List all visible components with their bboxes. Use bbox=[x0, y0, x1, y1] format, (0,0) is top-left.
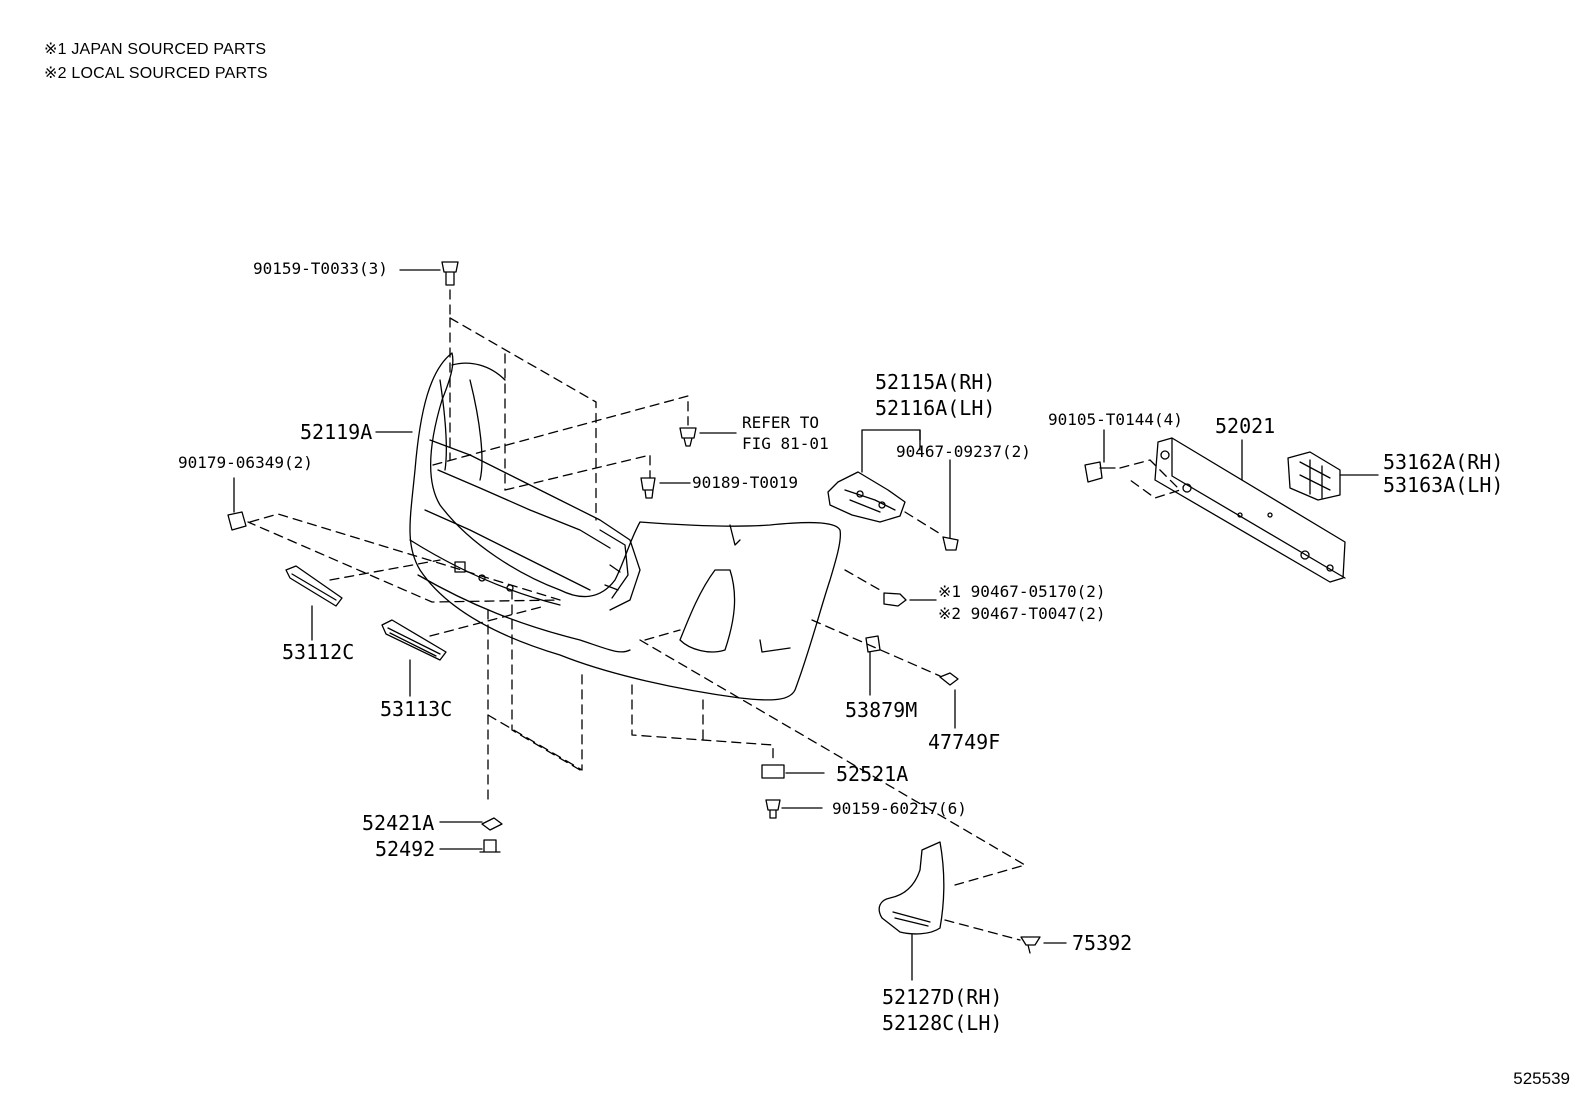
label-90105-t0144: 90105-T0144(4) bbox=[1048, 410, 1183, 429]
reinforcement-bar-drawing bbox=[1154, 437, 1346, 583]
bumper-cover-drawing bbox=[409, 352, 842, 701]
label-53162a-rh: 53162A(RH) bbox=[1383, 450, 1504, 474]
label-fig-81-01: FIG 81-01 bbox=[742, 434, 829, 453]
label-90467-09237: 90467-09237(2) bbox=[896, 442, 1031, 461]
label-90159-60217: 90159-60217(6) bbox=[832, 799, 967, 818]
label-52116a-lh: 52116A(LH) bbox=[875, 396, 996, 420]
label-90159-t0033: 90159-T0033(3) bbox=[253, 259, 388, 278]
label-90179-06349: 90179-06349(2) bbox=[178, 453, 313, 472]
label-52115a-rh: 52115A(RH) bbox=[875, 370, 996, 394]
label-52021: 52021 bbox=[1215, 414, 1276, 438]
label-refer-to: REFER TO bbox=[742, 413, 820, 432]
garnish-53113c-drawing bbox=[381, 619, 447, 661]
label-90467-t0047: ※2 90467-T0047(2) bbox=[938, 604, 1106, 623]
mudguard-drawing bbox=[878, 841, 945, 935]
label-52127d-rh: 52127D(RH) bbox=[882, 985, 1003, 1009]
garnish-53112c-drawing bbox=[285, 565, 343, 607]
label-90189-t0019: 90189-T0019 bbox=[692, 473, 798, 492]
label-53113c: 53113C bbox=[380, 697, 453, 721]
label-52128c-lh: 52128C(LH) bbox=[882, 1011, 1003, 1035]
label-52492: 52492 bbox=[375, 837, 436, 861]
label-47749f: 47749F bbox=[928, 730, 1001, 754]
label-53879m: 53879M bbox=[845, 698, 918, 722]
side-retainer-drawing bbox=[827, 471, 906, 523]
label-53112c: 53112C bbox=[282, 640, 355, 664]
note-local-sourced: ※2 LOCAL SOURCED PARTS bbox=[44, 65, 268, 82]
label-52521a: 52521A bbox=[836, 762, 909, 786]
energy-absorber-drawing bbox=[1287, 451, 1341, 501]
label-52421a: 52421A bbox=[362, 811, 435, 835]
figure-number: 525539 bbox=[1513, 1069, 1570, 1088]
label-52119a: 52119A bbox=[300, 420, 373, 444]
label-75392: 75392 bbox=[1072, 931, 1133, 955]
leader-lines bbox=[233, 269, 1379, 981]
label-90467-05170: ※1 90467-05170(2) bbox=[938, 582, 1106, 601]
label-53163a-lh: 53163A(LH) bbox=[1383, 473, 1504, 497]
fastener-drawings bbox=[227, 261, 1116, 954]
note-japan-sourced: ※1 JAPAN SOURCED PARTS bbox=[44, 41, 267, 58]
assembly-dashed-lines bbox=[247, 289, 1181, 941]
